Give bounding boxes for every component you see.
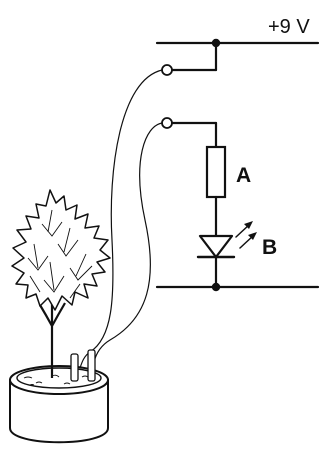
ground-junction-dot xyxy=(211,282,221,292)
probe-wires xyxy=(79,69,163,369)
leaf-veins xyxy=(27,209,93,299)
lower-terminal xyxy=(161,117,173,129)
supply-voltage-label: +9 V xyxy=(268,16,310,38)
resistor-a xyxy=(205,145,227,199)
supply-junction-dot xyxy=(211,38,221,48)
plant-foliage xyxy=(11,189,111,311)
sensor-branch xyxy=(161,117,257,289)
plant-trunk xyxy=(39,300,66,378)
led-b xyxy=(196,221,257,289)
supply-rail xyxy=(155,38,320,76)
ground-rail xyxy=(155,282,320,292)
plant-pot xyxy=(9,365,109,444)
plant xyxy=(11,189,111,378)
probe-rods xyxy=(70,349,96,382)
upper-terminal xyxy=(161,64,173,76)
light-emission-arrows xyxy=(235,221,257,249)
resistor-label: A xyxy=(236,164,251,187)
led-label: B xyxy=(262,236,277,259)
